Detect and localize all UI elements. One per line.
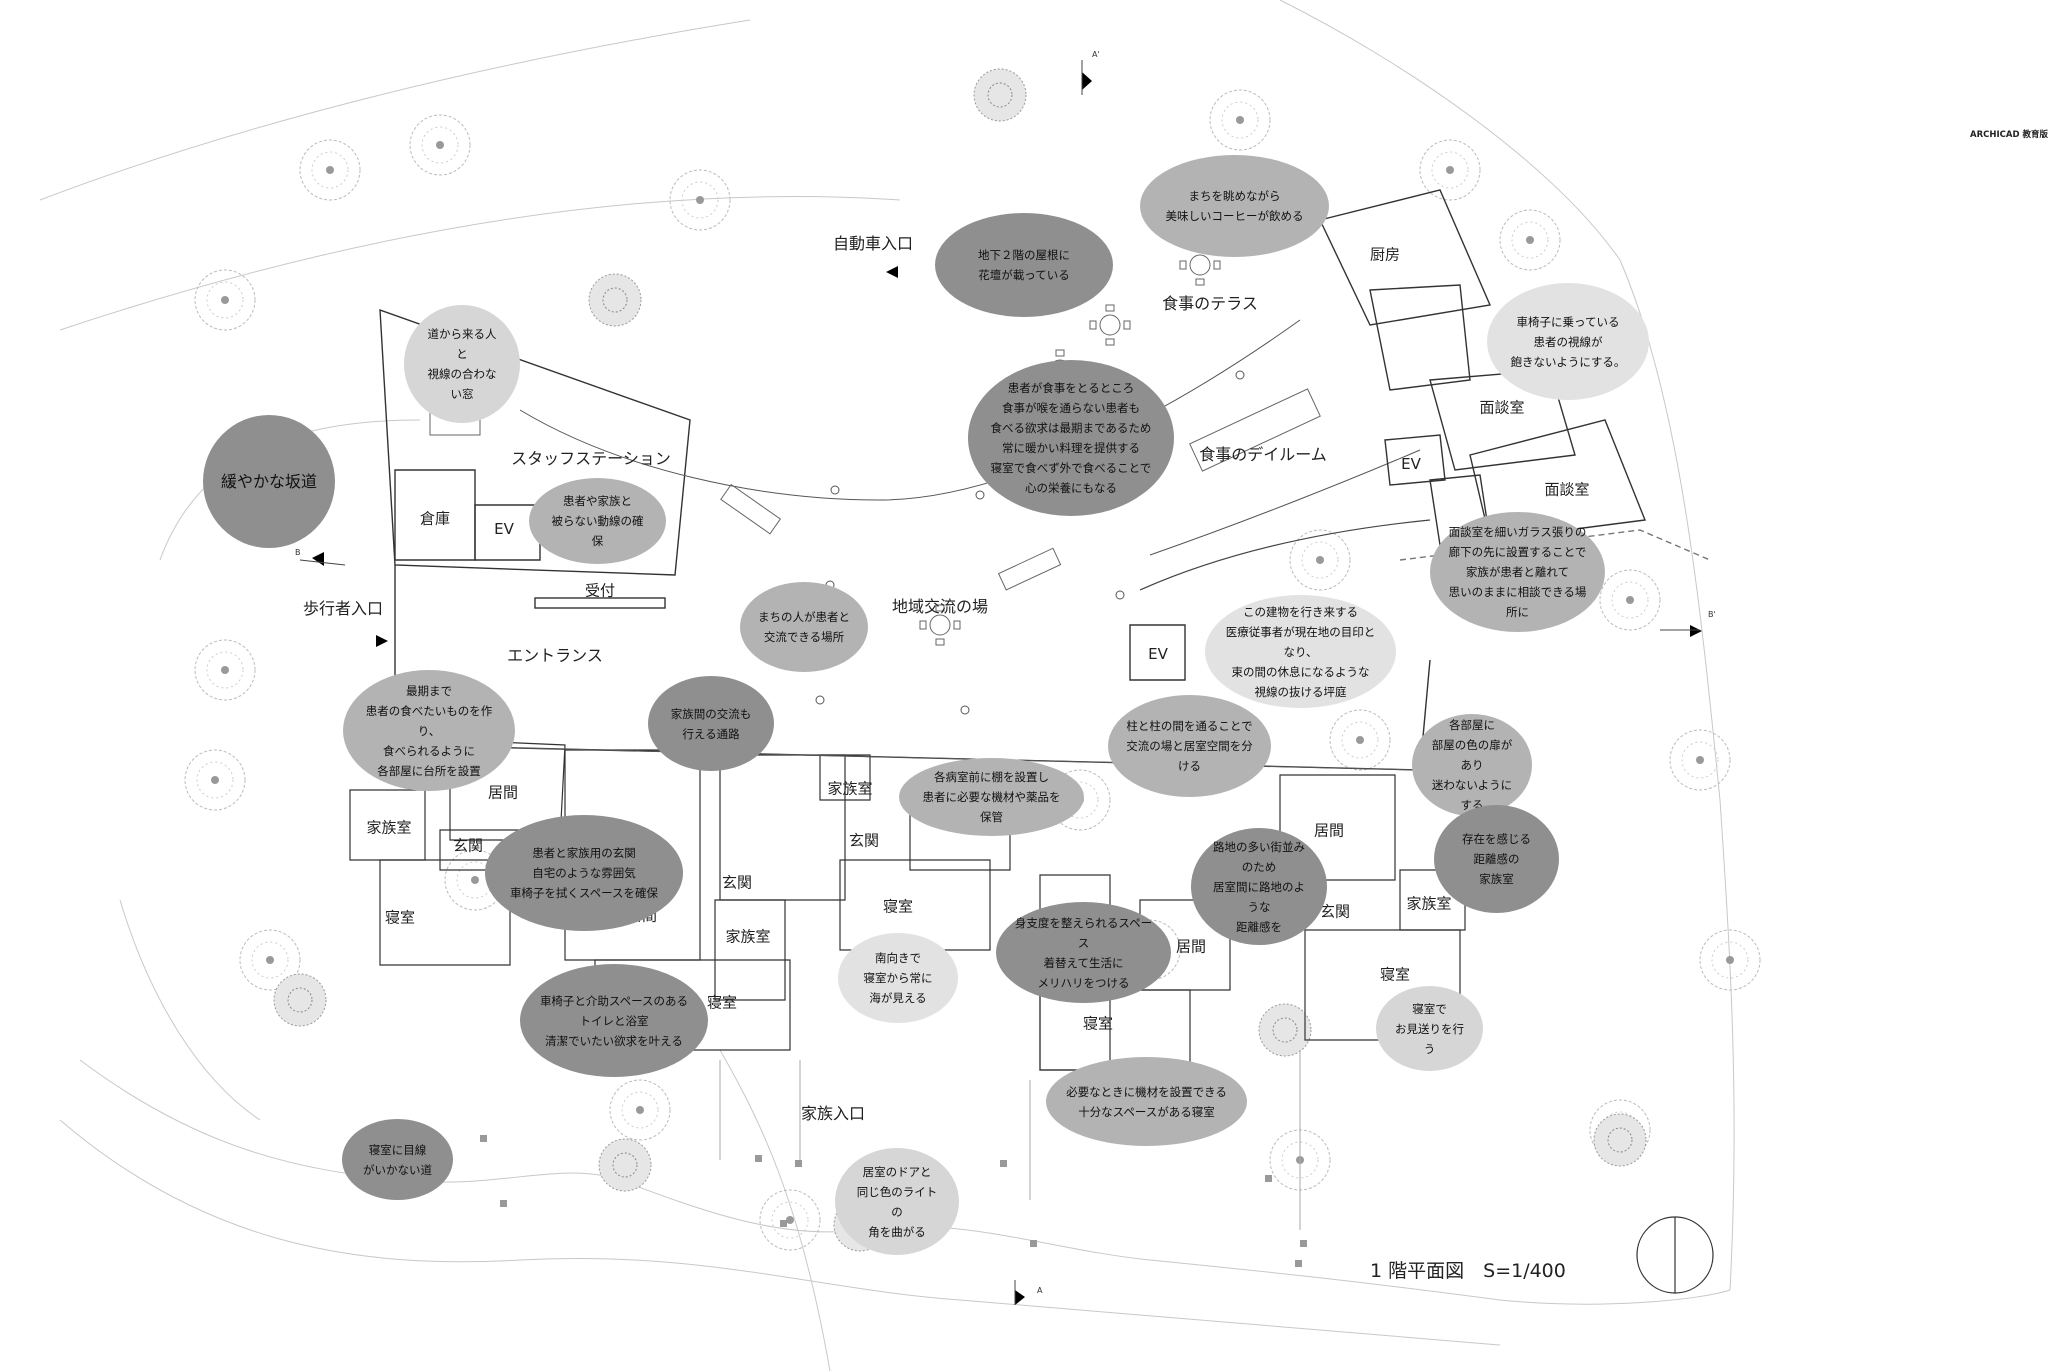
label-hall-3: 玄関 bbox=[848, 831, 880, 850]
label-reception: 受付 bbox=[584, 581, 616, 600]
label-hall-2: 玄関 bbox=[721, 873, 753, 892]
bubble-staff-route: 患者や家族と 被らない動線の確保 bbox=[529, 478, 666, 564]
label-staff-station: スタッフステーション bbox=[511, 449, 671, 468]
label-bedroom-1: 寝室 bbox=[384, 908, 416, 927]
bubble-grooming: 身支度を整えられるスペース 着替えて生活に メリハリをつける bbox=[996, 902, 1171, 1003]
label-hall-1: 玄関 bbox=[452, 836, 484, 855]
label-kitchen: 厨房 bbox=[1369, 245, 1401, 264]
label-living-5: 居間 bbox=[1313, 821, 1345, 840]
bubble-shelf: 各病室前に棚を設置し 患者に必要な機材や薬品を保管 bbox=[899, 758, 1084, 836]
label-bedroom-4: 寝室 bbox=[1082, 1014, 1114, 1033]
section-mark-b-left: B bbox=[295, 548, 301, 557]
section-mark-b-right: B' bbox=[1708, 610, 1716, 619]
bubble-coffee: まちを眺めながら 美味しいコーヒーが飲める bbox=[1140, 155, 1329, 257]
label-storage: 倉庫 bbox=[419, 509, 451, 528]
bubble-family-passage: 家族間の交流も 行える通路 bbox=[648, 676, 774, 771]
bubble-gentle-slope: 緩やかな坂道 bbox=[203, 415, 335, 548]
label-pedestrian-entrance: 歩行者入口 bbox=[302, 599, 384, 618]
watermark-text: ARCHICAD 教育版 bbox=[1970, 130, 2048, 140]
bubble-see-off: 寝室で お見送りを行う bbox=[1376, 986, 1483, 1071]
bubble-door-color: 各部屋に 部屋の色の扉があり 迷わないようにする bbox=[1412, 714, 1532, 816]
bubble-interview: 面談室を細いガラス張りの 廊下の先に設置することで 家族が患者と離れて 思いのま… bbox=[1430, 512, 1605, 632]
bubble-columns: 柱と柱の間を通ることで 交流の場と居室空間を分ける bbox=[1108, 695, 1271, 797]
label-ev-3: EV bbox=[1148, 645, 1168, 663]
bubble-roof-garden: 地下２階の屋根に 花壇が載っている bbox=[935, 213, 1113, 317]
bubble-wheelchair-view: 車椅子に乗っている 患者の視線が 飽きないようにする。 bbox=[1487, 283, 1649, 400]
bubble-window: 道から来る人と 視線の合わない窓 bbox=[404, 305, 520, 423]
bubble-garden: この建物を行き来する 医療従事者が現在地の目印となり、 束の間の休息になるような… bbox=[1205, 595, 1396, 708]
label-family-room-2: 家族室 bbox=[725, 927, 771, 946]
label-community-space: 地域交流の場 bbox=[891, 597, 989, 616]
bubble-light: 居室のドアと 同じ色のライトの 角を曲がる bbox=[835, 1148, 959, 1255]
bubble-toilet-bath: 車椅子と介助スペースのある トイレと浴室 清潔でいたい欲求を叶える bbox=[520, 964, 708, 1077]
bubble-equipment: 必要なときに機材を設置できる 十分なスペースがある寝室 bbox=[1046, 1057, 1247, 1146]
label-interview-room-2: 面談室 bbox=[1544, 480, 1590, 499]
label-family-entrance: 家族入口 bbox=[800, 1104, 866, 1123]
section-mark-a-top: A' bbox=[1092, 50, 1100, 59]
label-living-4: 居間 bbox=[1175, 937, 1207, 956]
drawing-title: 1 階平面図 S=1/400 bbox=[1370, 1260, 1566, 1282]
bubble-kitchen-each: 最期まで 患者の食べたいものを作り、 食べられるように 各部屋に台所を設置 bbox=[343, 670, 515, 791]
bubble-no-gaze: 寝室に目線 がいかない道 bbox=[342, 1119, 453, 1200]
label-bedroom-2: 寝室 bbox=[706, 993, 738, 1012]
label-hall-4: 玄関 bbox=[1319, 902, 1351, 921]
section-mark-a-bottom: A bbox=[1037, 1286, 1043, 1295]
label-bedroom-5: 寝室 bbox=[1379, 965, 1411, 984]
label-ev-2: EV bbox=[1401, 455, 1421, 473]
label-car-entrance: 自動車入口 bbox=[832, 234, 914, 253]
label-entrance: エントランス bbox=[507, 646, 603, 665]
label-ev-1: EV bbox=[494, 520, 514, 538]
label-bedroom-3: 寝室 bbox=[882, 897, 914, 916]
bubble-distance: 存在を感じる 距離感の 家族室 bbox=[1434, 805, 1559, 913]
bubble-alley: 路地の多い街並みのため 居室間に路地のような 距離感を bbox=[1191, 828, 1327, 945]
bubble-meals: 患者が食事をとるところ 食事が喉を通らない患者も 食べる欲求は最期まであるため … bbox=[968, 360, 1174, 516]
label-dining-terrace: 食事のテラス bbox=[1162, 294, 1258, 313]
bubble-town-people: まちの人が患者と 交流できる場所 bbox=[740, 582, 868, 672]
label-interview-room-1: 面談室 bbox=[1479, 398, 1525, 417]
label-family-room-4: 家族室 bbox=[1406, 894, 1452, 913]
bubble-south: 南向きで 寝室から常に 海が見える bbox=[838, 933, 958, 1023]
bubble-family-hall: 患者と家族用の玄関 自宅のような雰囲気 車椅子を拭くスペースを確保 bbox=[485, 815, 683, 931]
label-dining-dayroom: 食事のデイルーム bbox=[1199, 445, 1327, 464]
label-living-1: 居間 bbox=[487, 783, 519, 802]
label-family-room-1: 家族室 bbox=[366, 818, 412, 837]
label-family-room-3: 家族室 bbox=[827, 779, 873, 798]
